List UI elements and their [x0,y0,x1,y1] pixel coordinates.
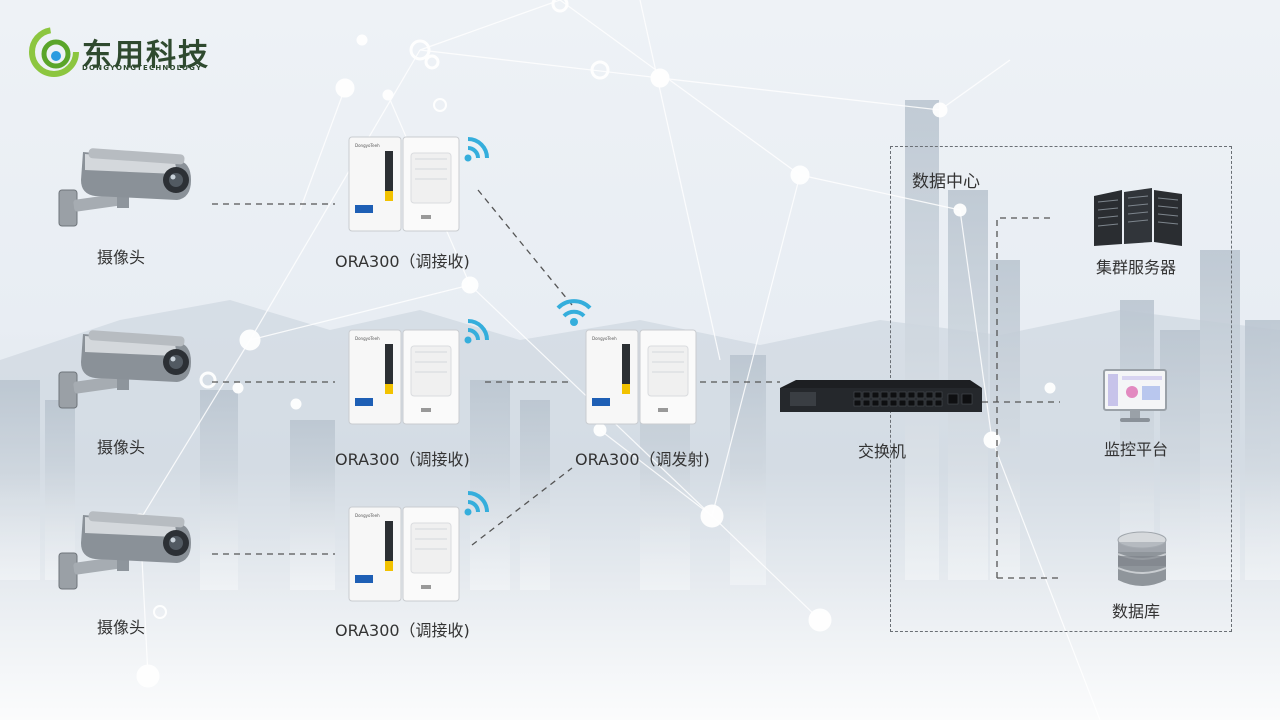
camera-1-label: 摄像头 [97,244,145,268]
ora300-device-icon: DongyoTeeh [345,505,463,605]
database-icon [1114,530,1170,592]
ora300-device-icon: DongyoTeeh [345,328,463,428]
device-brand-text: DongyoTeeh [592,336,617,341]
switch-label: 交换机 [858,438,906,462]
ora300-device-icon: DongyoTeeh [345,135,463,235]
camera-2-label: 摄像头 [97,434,145,458]
ora300-receiver-1: DongyoTeeh [345,135,463,239]
camera-2 [55,322,195,418]
monitor-display-icon [1102,368,1168,426]
receiver-1-label: ORA300（调接收) [335,248,470,272]
monitoring-label: 监控平台 [1104,436,1168,460]
server-rack-icon [1090,188,1186,248]
security-camera-icon [55,140,195,232]
wifi-icon [462,318,492,346]
device-brand-text: DongyoTeeh [355,513,380,518]
transmitter-label: ORA300（调发射) [575,446,710,470]
network-switch-icon [778,378,984,420]
camera-3-label: 摄像头 [97,614,145,638]
wifi-icon [462,490,492,518]
ora300-device-icon: DongyoTeeh [582,328,700,428]
link-hub-servers [997,218,1055,578]
ora300-receiver-2: DongyoTeeh [345,328,463,432]
wifi-icon [462,136,492,164]
security-camera-icon [55,322,195,414]
link-receiver1-transmitter [478,190,572,305]
wifi-broadcast-icon [555,292,593,328]
receiver-3-label: ORA300（调接收) [335,617,470,641]
ora300-receiver-3: DongyoTeeh [345,505,463,609]
ora300-transmitter: DongyoTeeh [582,328,700,432]
device-brand-text: DongyoTeeh [355,143,380,148]
receiver-2-label: ORA300（调接收) [335,446,470,470]
camera-3 [55,503,195,599]
database-label: 数据库 [1112,598,1160,622]
camera-1 [55,140,195,236]
servers-label: 集群服务器 [1096,254,1176,278]
security-camera-icon [55,503,195,595]
device-brand-text: DongyoTeeh [355,336,380,341]
